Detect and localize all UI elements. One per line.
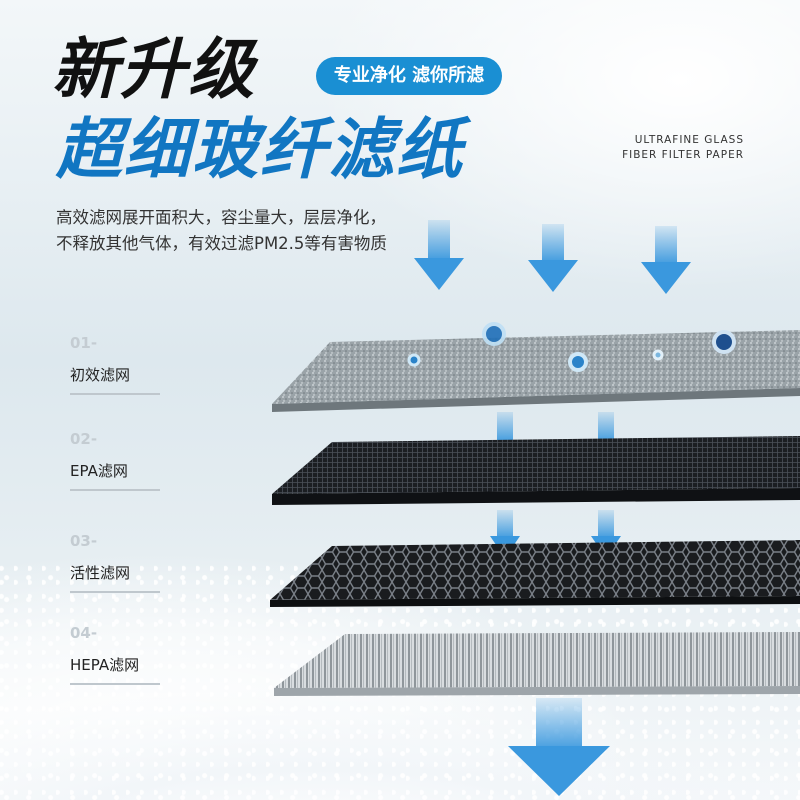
down-arrow-icon [497,510,513,538]
layer-name: HEPA滤网 [70,656,140,674]
slogan-badge: 专业净化 滤你所滤 [316,57,502,95]
layer-label-2: 02- EPA滤网 [70,430,160,491]
down-arrow-icon [528,224,578,292]
layer-name: 初效滤网 [70,366,131,384]
layer-number: 02- [70,430,98,448]
headline-upgrade: 新升级 [52,31,256,108]
down-arrow-icon [497,412,513,442]
english-subtitle: ULTRAFINE GLASS FIBER FILTER PAPER [604,133,744,163]
divider [70,393,160,395]
down-arrow-icon [508,698,610,796]
english-subtitle-line1: ULTRAFINE GLASS [634,134,744,146]
activated-carbon-filter-layer [270,540,800,607]
hepa-filter-layer [274,632,800,696]
headline-product: 超细玻纤滤纸 [56,111,464,188]
layer-label-4: 04- HEPA滤网 [70,624,160,685]
layer-label-1: 01- 初效滤网 [70,334,160,395]
down-arrow-icon [598,412,614,442]
layer-number: 03- [70,532,98,550]
down-arrow-icon [641,226,691,294]
layer-name: 活性滤网 [70,564,131,582]
down-arrow-icon [414,220,464,290]
description-line1: 高效滤网展开面积大，容尘量大，层层净化， [56,208,386,227]
divider [70,489,160,491]
divider [70,591,160,593]
description-line2: 不释放其他气体，有效过滤PM2.5等有害物质 [56,234,387,253]
layer-number: 01- [70,334,98,352]
description: 高效滤网展开面积大，容尘量大，层层净化， 不释放其他气体，有效过滤PM2.5等有… [56,205,387,257]
layer-label-3: 03- 活性滤网 [70,532,160,593]
epa-filter-layer [272,436,800,505]
primary-filter-layer [272,322,800,412]
down-arrow-icon [598,510,614,538]
layer-name: EPA滤网 [70,462,128,480]
divider [70,683,160,685]
layer-number: 04- [70,624,98,642]
english-subtitle-line2: FIBER FILTER PAPER [622,149,744,161]
